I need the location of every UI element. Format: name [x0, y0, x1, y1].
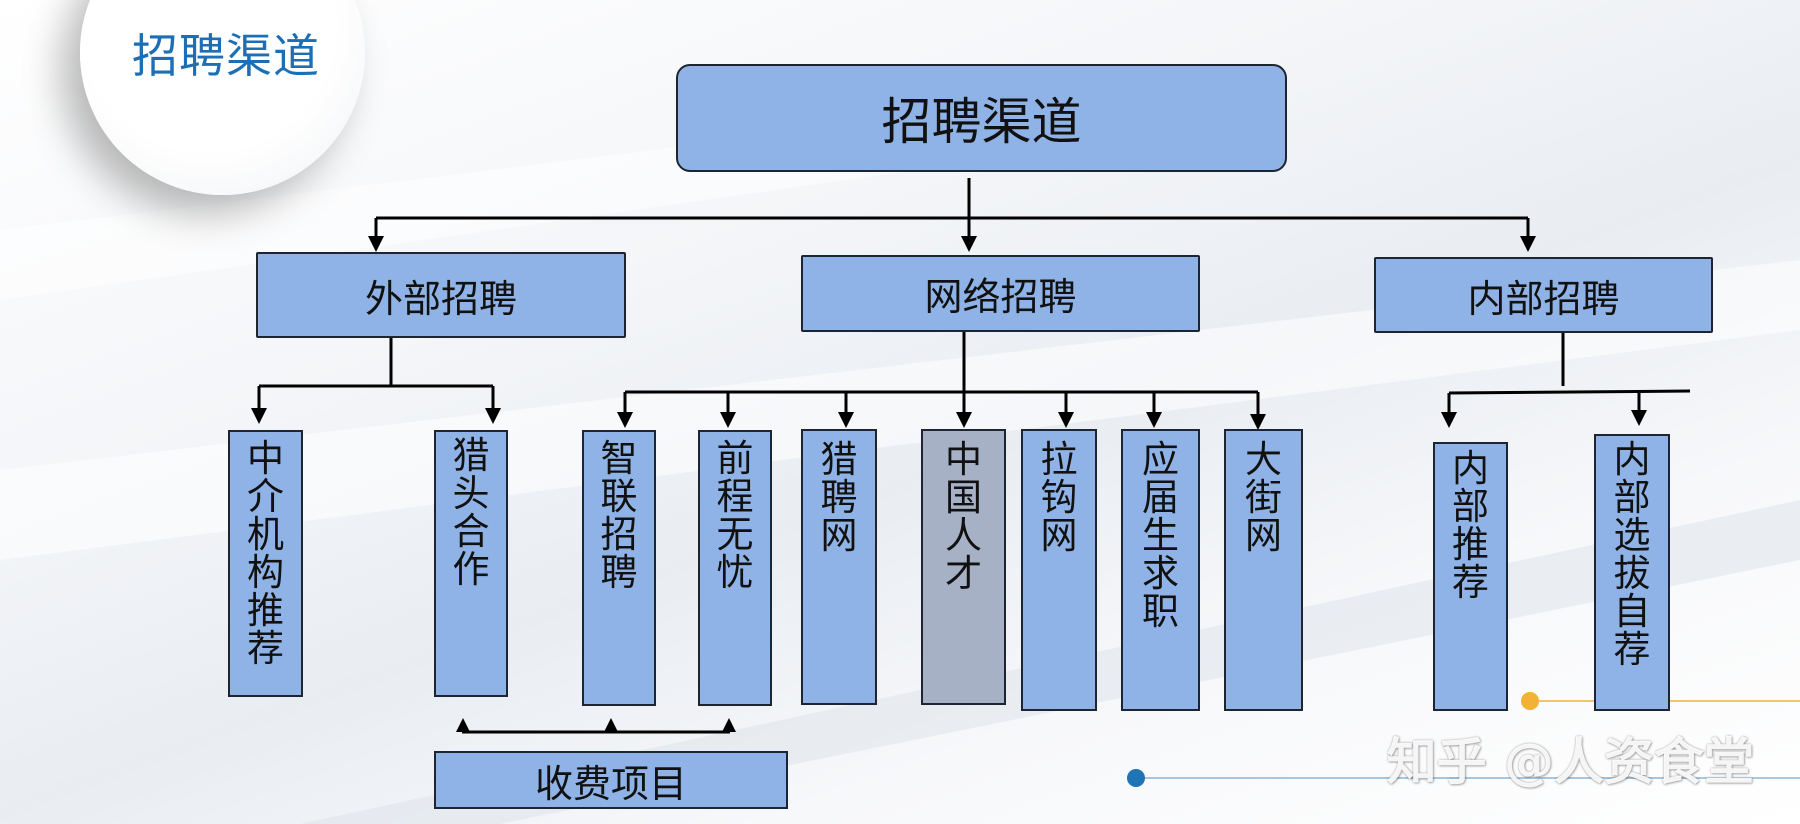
leaf-referral-label: 内部推荐	[1452, 447, 1489, 604]
leaf-internal-selection: 内部选拔自荐	[1594, 434, 1670, 711]
online-recruitment-node: 网络招聘	[801, 255, 1200, 332]
leaf-agency: 中介机构推荐	[228, 430, 303, 697]
leaf-internal-selection-label: 内部选拔自荐	[1613, 438, 1651, 671]
slide-title: 招聘渠道	[132, 29, 320, 83]
leaf-zhaopin-label: 智联招聘	[600, 437, 638, 594]
leaf-agency-label: 中介机构推荐	[247, 437, 284, 670]
leaf-lagou-label: 拉钩网	[1040, 438, 1078, 557]
leaf-liepin-label: 猎聘网	[820, 438, 858, 557]
leaf-campus: 应届生求职	[1121, 429, 1200, 711]
leaf-51job: 前程无忧	[698, 430, 772, 706]
leaf-chinahr-label: 中国人才	[945, 438, 982, 595]
watermark: 知乎 @人资食堂	[1386, 733, 1754, 791]
leaf-51job-label: 前程无忧	[716, 437, 754, 594]
leaf-zhaopin: 智联招聘	[582, 430, 656, 706]
leaf-referral: 内部推荐	[1433, 442, 1508, 711]
leaf-headhunter: 猎头合作	[434, 430, 508, 697]
leaf-headhunter-label: 猎头合作	[452, 434, 490, 591]
leaf-chinahr: 中国人才	[921, 429, 1006, 705]
external-recruitment-node: 外部招聘	[256, 252, 626, 338]
internal-recruitment-node: 内部招聘	[1374, 257, 1713, 333]
leaf-liepin: 猎聘网	[801, 429, 877, 705]
leaf-dajie-label: 大街网	[1245, 438, 1282, 557]
paid-items-node: 收费项目	[434, 751, 788, 809]
leaf-lagou: 拉钩网	[1021, 429, 1097, 711]
leaf-campus-label: 应届生求职	[1142, 438, 1179, 633]
root-node: 招聘渠道	[676, 64, 1287, 172]
leaf-dajie: 大街网	[1224, 429, 1303, 711]
